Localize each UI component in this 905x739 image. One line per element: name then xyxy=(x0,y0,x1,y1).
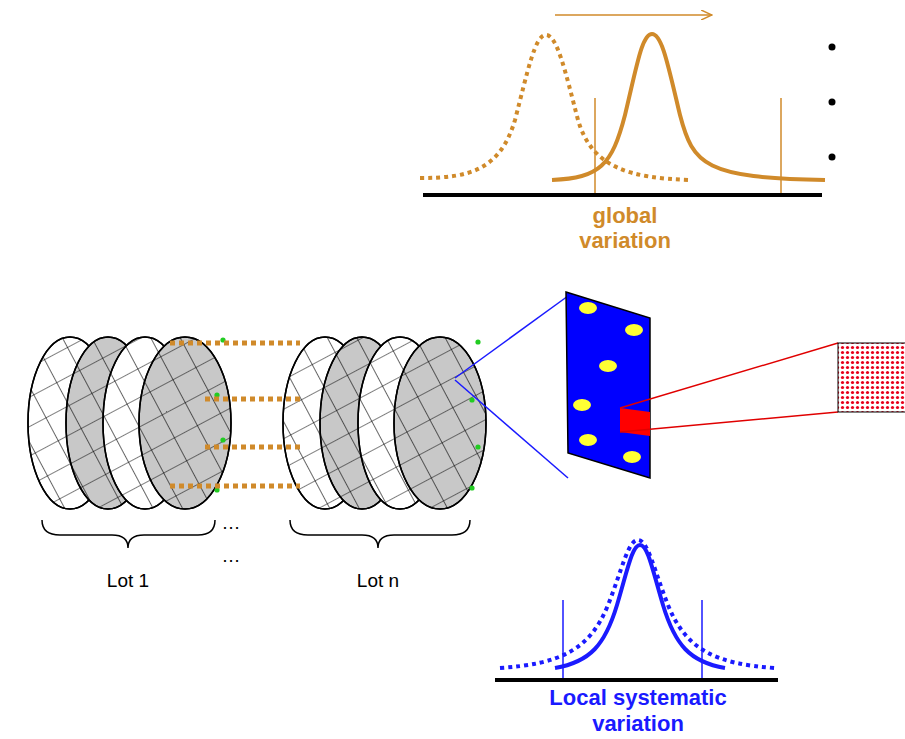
lot-label: Lot n xyxy=(318,570,438,592)
global-variation-label: global variation xyxy=(550,203,700,254)
wafer-dies xyxy=(139,337,231,509)
test-site xyxy=(475,339,480,344)
wafer xyxy=(139,337,231,509)
ellipsis: … xyxy=(211,512,251,534)
local-variation-label: Local systematic variation xyxy=(528,685,748,736)
wafer-dies xyxy=(394,337,486,509)
local-distribution xyxy=(495,540,778,680)
test-site xyxy=(475,444,480,449)
lot-label: Lot 1 xyxy=(68,570,188,592)
bullet-dots xyxy=(829,44,836,161)
lot-connectors xyxy=(170,343,300,486)
test-site xyxy=(469,485,474,490)
test-site xyxy=(469,397,474,402)
ellipsis: … xyxy=(211,545,251,567)
lot-braces xyxy=(42,520,470,548)
test-site xyxy=(220,437,225,442)
wafer-stack xyxy=(28,337,486,509)
wafer xyxy=(394,337,486,509)
die-zoom xyxy=(455,292,905,478)
global-distribution xyxy=(420,15,825,195)
